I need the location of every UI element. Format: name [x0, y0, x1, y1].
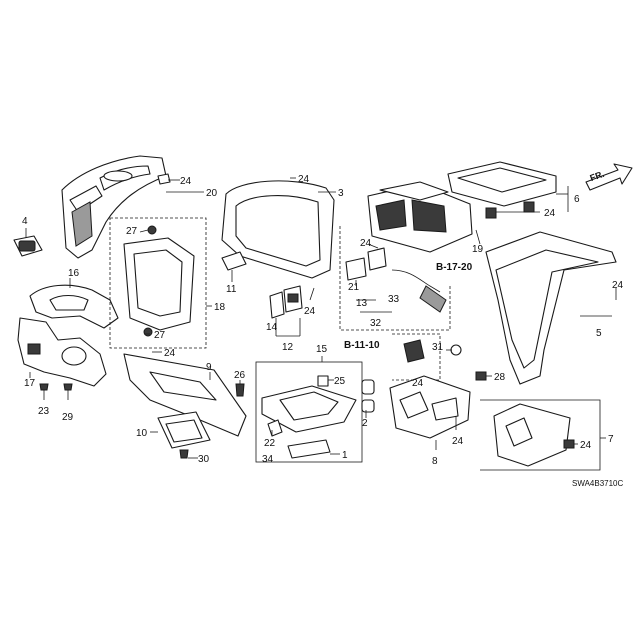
clip-26 [235, 383, 245, 397]
callout-3: 3 [338, 188, 344, 199]
callout-26: 26 [234, 370, 246, 381]
callout-11: 11 [226, 284, 237, 295]
console-trim-7 [493, 403, 575, 467]
callout-24: 24 [580, 440, 592, 451]
group-box-15 [255, 361, 363, 463]
callout-2: 2 [362, 418, 368, 429]
pocket-10 [157, 411, 211, 459]
center-vent-panel [367, 181, 473, 253]
callout-33: 33 [388, 294, 400, 305]
callout-12: 12 [282, 342, 294, 353]
diagram-code: SWA4B3710C [572, 479, 624, 488]
center-frame-5 [485, 231, 617, 385]
callout-10: 10 [136, 428, 148, 439]
connector-31 [392, 333, 462, 381]
callout-6: 6 [574, 194, 580, 205]
tray-34 [261, 385, 357, 459]
console-trim-8 [389, 375, 471, 439]
switch-panel [13, 235, 43, 257]
callout-18: 18 [214, 302, 226, 313]
column-cover-lower [17, 317, 107, 387]
column-cover-upper [29, 284, 119, 329]
callout-9: 9 [206, 362, 212, 373]
reference-b-17-20: B-17-20 [436, 262, 473, 273]
switch-12 [269, 285, 303, 319]
clip-28 [475, 371, 487, 381]
callout-1: 1 [342, 450, 348, 461]
bracket-21 [345, 247, 387, 281]
callout-34: 34 [262, 454, 274, 465]
screws-23-29 [39, 383, 73, 400]
callout-24: 24 [412, 378, 424, 389]
front-direction-label: FR. [589, 169, 606, 183]
callout-15: 15 [316, 344, 328, 355]
callout-29: 29 [62, 412, 74, 423]
top-cover-6 [447, 161, 557, 207]
callout-21: 21 [348, 282, 360, 293]
callout-25: 25 [334, 376, 346, 387]
callout-24: 24 [612, 280, 624, 291]
group-box-7 [480, 399, 601, 471]
callout-14: 14 [266, 322, 278, 333]
callout-16: 16 [68, 268, 80, 279]
callout-31: 31 [432, 342, 444, 353]
callout-24: 24 [304, 306, 316, 317]
small-parts-2-25 [317, 375, 375, 413]
meter-visor [221, 180, 335, 279]
callout-7: 7 [608, 434, 614, 445]
callout-24: 24 [452, 436, 464, 447]
callout-24: 24 [164, 348, 176, 359]
clip-top [157, 173, 171, 185]
leader-lines [25, 177, 617, 459]
callout-24: 24 [544, 208, 556, 219]
callout-30: 30 [198, 454, 210, 465]
frame-bracket [123, 225, 195, 337]
cable-connector [419, 285, 447, 313]
callout-24: 24 [360, 238, 372, 249]
lower-dash-panel [123, 353, 247, 437]
callout-27: 27 [154, 330, 166, 341]
callout-19: 19 [472, 244, 484, 255]
callout-5: 5 [596, 328, 602, 339]
callout-8: 8 [432, 456, 438, 467]
callout-23: 23 [38, 406, 50, 417]
callout-17: 17 [24, 378, 36, 389]
callout-28: 28 [494, 372, 506, 383]
bracket-11 [221, 251, 247, 271]
cable-33 [391, 269, 441, 293]
clip-19 [485, 207, 497, 219]
clip-6 [523, 201, 535, 213]
front-direction-arrow-icon [585, 163, 633, 191]
callout-22: 22 [264, 438, 276, 449]
callout-24: 24 [298, 174, 310, 185]
callout-13: 13 [356, 298, 368, 309]
callout-4: 4 [22, 216, 28, 227]
reference-b-11-10: B-11-10 [344, 340, 380, 351]
group-box-13 [339, 226, 451, 331]
group-box-18 [109, 217, 207, 349]
callout-27: 27 [126, 226, 138, 237]
callout-24: 24 [180, 176, 192, 187]
callouts: 24 20 24 3 4 16 17 23 29 27 27 18 11 24 … [22, 174, 624, 467]
part-22 [267, 419, 283, 437]
callout-20: 20 [206, 188, 218, 199]
callout-32: 32 [370, 318, 382, 329]
upper-dash-cover [61, 155, 167, 259]
